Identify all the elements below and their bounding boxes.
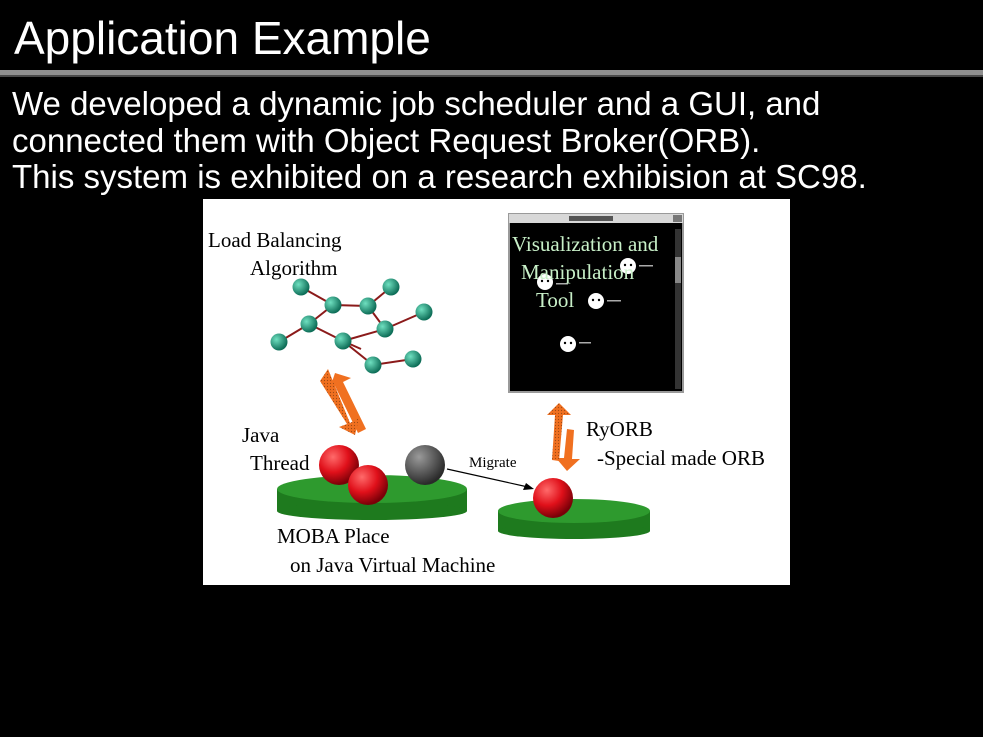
slide-title: Application Example (14, 12, 431, 64)
tool-label-1: Visualization and (512, 232, 659, 256)
graph-node (364, 356, 382, 374)
java-label-1: Java (242, 423, 280, 447)
exchange-arrow-right (547, 403, 580, 471)
java-label-2: Thread (250, 451, 310, 475)
graph-node (300, 315, 318, 333)
graph-node (292, 278, 310, 296)
graph-node (334, 332, 352, 350)
body-line-2: connected them with Object Request Broke… (12, 121, 761, 159)
title-divider (0, 70, 983, 75)
exchange-arrow-left (320, 369, 366, 435)
graph-node (270, 333, 288, 351)
system-diagram: Load Balancing Algorithm (203, 199, 790, 585)
moba-label-2: on Java Virtual Machine (290, 553, 495, 577)
java-thread-ball (319, 445, 359, 485)
body-line-3: This system is exhibited on a research e… (12, 158, 867, 195)
graph-node (359, 297, 377, 315)
graph-nodes (270, 278, 433, 374)
migrate-label: Migrate (469, 455, 517, 471)
tool-label-2: Manipulation (521, 260, 635, 284)
slide-body: We developed a dynamic job scheduler and… (12, 85, 977, 196)
body-line-1: We developed a dynamic job scheduler and… (12, 85, 821, 122)
java-thread-ball (348, 465, 388, 505)
migrated-thread-ball (533, 478, 573, 518)
migrate-arrow (446, 468, 534, 490)
title-divider-shadow (0, 75, 983, 77)
idle-thread-ball (405, 445, 445, 485)
graph-node (404, 350, 422, 368)
ryorb-label-2: -Special made ORB (597, 446, 765, 470)
algo-label-1: Load Balancing (208, 228, 342, 252)
visualization-tool-window: Visualization and Manipulation Tool (508, 213, 684, 393)
graph-node (382, 278, 400, 296)
ryorb-label-1: RyORB (586, 417, 653, 441)
moba-platform-right (498, 499, 650, 539)
graph-node (324, 296, 342, 314)
algo-label-2: Algorithm (250, 256, 338, 280)
graph-node (376, 320, 394, 338)
moba-label-1: MOBA Place (277, 524, 390, 548)
graph-node (415, 303, 433, 321)
tool-label-3: Tool (536, 288, 574, 312)
